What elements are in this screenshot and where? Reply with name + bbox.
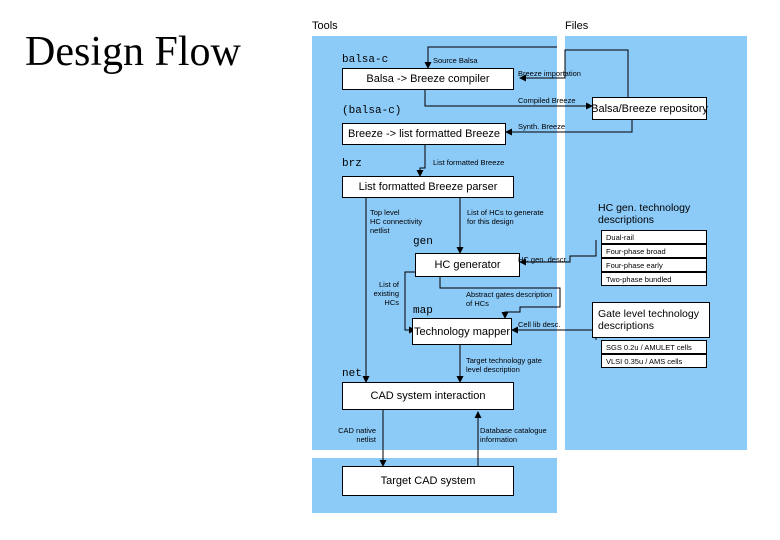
balsa-c-command: balsa-c: [342, 54, 389, 66]
cell-lib-desc-label: Cell lib desc.: [518, 320, 561, 329]
balsa-compiler-box: Balsa -> Breeze compiler: [342, 68, 514, 90]
breeze-importation-label: Breeze importation: [518, 69, 581, 78]
hc-tech-item: Dual-rail: [601, 230, 707, 244]
list-formatted-breeze-label: List formatted Breeze: [433, 158, 505, 167]
files-column-header: Files: [565, 20, 589, 32]
technology-mapper-box: Technology mapper: [412, 318, 512, 345]
hc-tech-item: Four-phase broad: [601, 244, 707, 258]
gen-command: gen: [413, 236, 433, 248]
hc-tech-item: Four-phase early: [601, 258, 707, 272]
hc-gen-descr-label: HC gen. descr.: [518, 255, 568, 264]
balsa-c-paren-command: (balsa-c): [342, 105, 402, 117]
map-command: map: [413, 305, 433, 317]
slide-title: Design Flow: [25, 29, 241, 75]
gate-tech-item: SGS 0.2u / AMULET cells: [601, 340, 707, 354]
list-formatter-box: Breeze -> list formatted Breeze: [342, 123, 506, 145]
tools-column-header: Tools: [312, 20, 338, 32]
source-balsa-label: Source Balsa: [433, 56, 478, 65]
tools-panel-upper: [312, 36, 557, 450]
cad-system-interaction-box: CAD system interaction: [342, 382, 514, 410]
hc-tech-item: Two-phase bundled: [601, 272, 707, 286]
gate-tech-item: VLSI 0.35u / AMS cells: [601, 354, 707, 368]
balsa-breeze-repository-box: Balsa/Breeze repository: [591, 97, 708, 120]
synth-breeze-label: Synth. Breeze: [518, 122, 566, 131]
brz-command: brz: [342, 158, 362, 170]
compiled-breeze-label: Compiled Breeze: [518, 96, 576, 105]
target-cad-system-box: Target CAD system: [342, 466, 514, 496]
net-command: net: [342, 368, 362, 380]
breeze-parser-box: List formatted Breeze parser: [342, 176, 514, 198]
hc-generator-box: HC generator: [415, 253, 520, 277]
